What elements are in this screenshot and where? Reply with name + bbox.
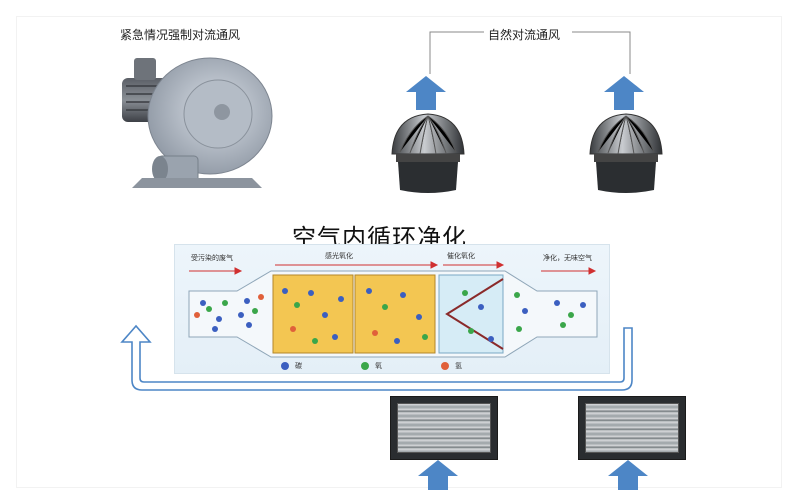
roof-turbine-ventilator-icon bbox=[391, 113, 465, 193]
stage-catalytic-label: 催化氧化 bbox=[447, 252, 475, 260]
process-flow-graphic bbox=[188, 261, 598, 370]
radiator-vent-icon bbox=[578, 396, 686, 460]
emergency-fan-label: 紧急情况强制对流通风 bbox=[120, 28, 241, 42]
stage-clean-label: 净化，无味空气 bbox=[543, 254, 592, 262]
roof-turbine-ventilator-icon bbox=[589, 113, 663, 193]
circulation-loop-arrow bbox=[120, 324, 633, 391]
stage-photo-label: 感光氧化 bbox=[325, 252, 353, 260]
natural-ventilation-label: 自然对流通风 bbox=[488, 28, 561, 42]
up-arrow-icon bbox=[406, 76, 446, 110]
radiator-vent-icon bbox=[390, 396, 498, 460]
legend-carbon-label: 碳 bbox=[295, 362, 302, 370]
up-arrow-icon bbox=[608, 460, 648, 490]
up-arrow-icon bbox=[418, 460, 458, 490]
up-arrow-icon bbox=[604, 76, 644, 110]
legend-hydrogen-label: 氢 bbox=[455, 362, 462, 370]
natural-ventilation-bracket bbox=[429, 31, 631, 74]
blower-fan-icon bbox=[122, 57, 273, 188]
purification-process-diagram: 受污染的废气 感光氧化 催化氧化 净化，无味空气 碳 氧 氢 bbox=[174, 244, 610, 374]
stage-polluted-label: 受污染的废气 bbox=[191, 254, 233, 262]
legend-oxygen-label: 氧 bbox=[375, 362, 382, 370]
